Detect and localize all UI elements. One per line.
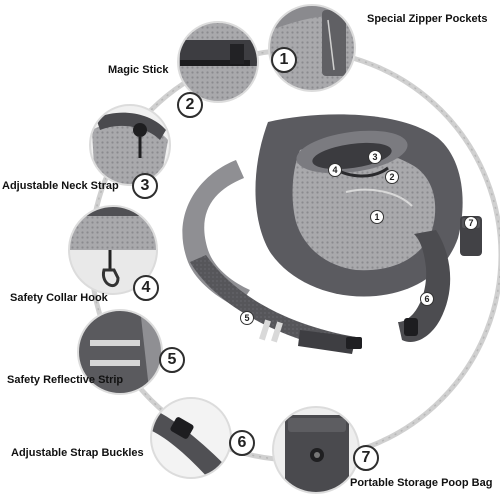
feature-label-poop-bag: Portable Storage Poop Bag	[350, 477, 493, 489]
product-marker: 6	[420, 292, 434, 306]
feature-label-magic-stick: Magic Stick	[108, 64, 169, 76]
side-strap	[398, 230, 451, 342]
feature-number-badge: 6	[229, 430, 255, 456]
reflective-strip	[271, 321, 283, 343]
strap-buckle	[346, 337, 362, 349]
detail-collar-hook	[68, 205, 158, 295]
detail-magic-stick	[177, 21, 259, 103]
feature-number-badge: 7	[353, 445, 379, 471]
feature-number-badge: 5	[159, 347, 185, 373]
feature-number-badge: 4	[133, 275, 159, 301]
shoulder-strap	[190, 255, 356, 352]
side-buckle	[404, 318, 418, 336]
feature-label-collar-hook: Safety Collar Hook	[10, 292, 108, 304]
detail-strap-buckles	[150, 397, 232, 479]
feature-number-badge: 3	[132, 173, 158, 199]
zipper-pocket	[345, 188, 413, 207]
detail-neck-strap	[89, 104, 171, 186]
feature-label-neck-strap: Adjustable Neck Strap	[2, 180, 119, 192]
product-marker: 7	[464, 216, 478, 230]
feature-label-strap-buckles: Adjustable Strap Buckles	[11, 447, 144, 459]
feature-number-badge: 1	[271, 47, 297, 73]
feature-label-zipper-pockets: Special Zipper Pockets	[367, 13, 488, 25]
reflective-strip	[259, 319, 271, 341]
sling-bag	[182, 114, 482, 354]
product-marker: 5	[240, 311, 254, 325]
product-marker: 4	[328, 163, 342, 177]
product-marker: 1	[370, 210, 384, 224]
feature-number-badge: 2	[177, 92, 203, 118]
product-marker: 3	[368, 150, 382, 164]
detail-poop-bag	[272, 406, 360, 494]
mesh-panel	[292, 145, 436, 271]
product-marker: 2	[385, 170, 399, 184]
detail-zipper-pockets	[268, 4, 356, 92]
feature-label-reflective-strip: Safety Reflective Strip	[7, 374, 124, 386]
